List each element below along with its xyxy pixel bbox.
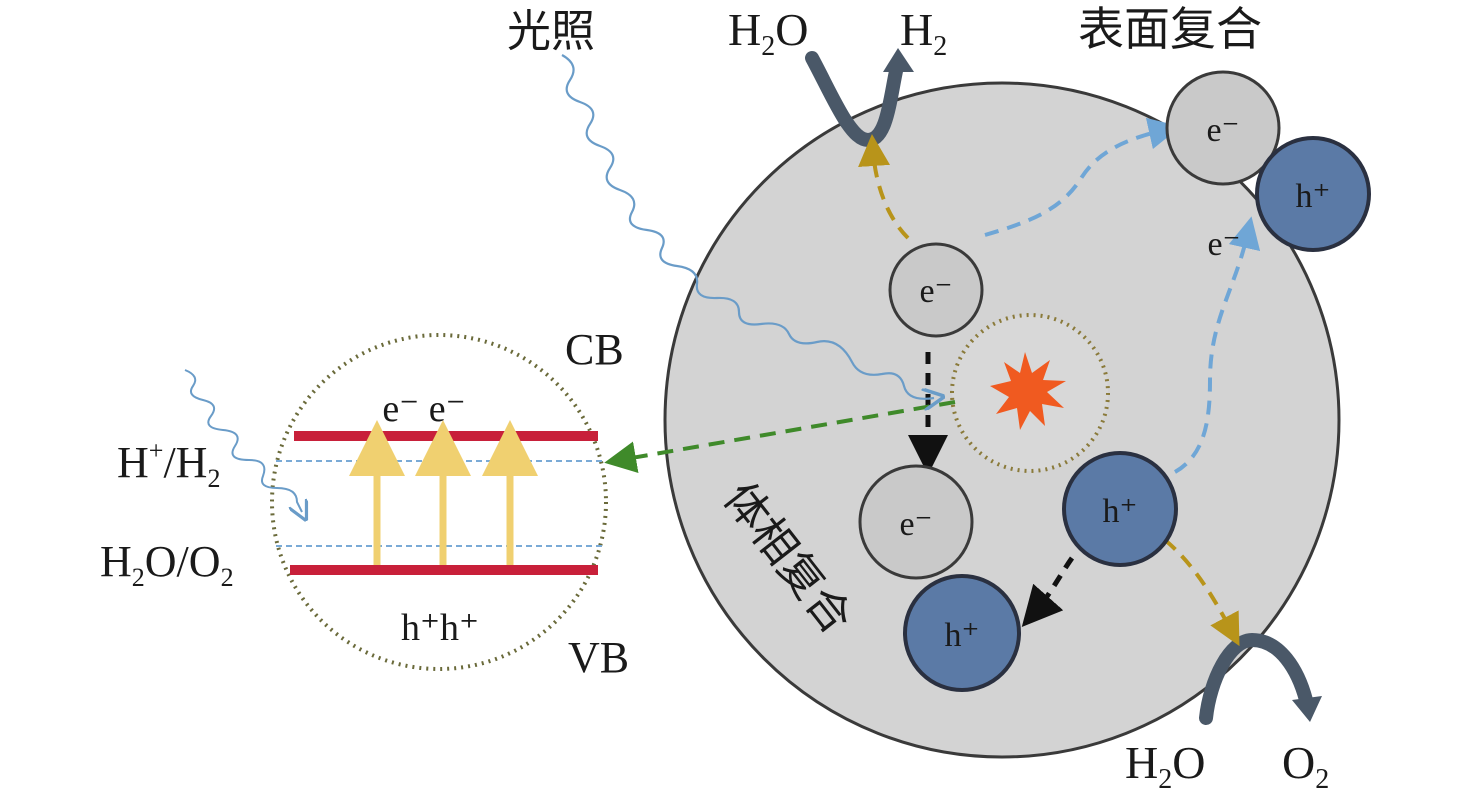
oxidation-arrowhead-icon [1292, 696, 1322, 722]
electron-migration-path [858, 134, 910, 240]
light-wave-icon [561, 54, 934, 399]
top-h2o-label: H2O [728, 4, 808, 62]
band-electrons-label: e⁻ e⁻ [382, 388, 465, 430]
light-label: 光照 [507, 6, 595, 57]
surface-free-electron-label: e⁻ [1207, 226, 1240, 263]
bottom-o2-label: O2 [1282, 737, 1329, 795]
svg-text:h⁺: h⁺ [1103, 493, 1138, 530]
bulk-hole-drift-arrow [1021, 556, 1075, 628]
bottom-h2o-label: H2O [1125, 737, 1205, 795]
svg-text:h⁺: h⁺ [1296, 178, 1331, 215]
h-plus-h2-label: H+/H2 [117, 436, 220, 493]
electron-lower: e⁻ [858, 464, 974, 580]
hole-right: h⁺ [1062, 451, 1178, 567]
svg-text:e⁻: e⁻ [1206, 112, 1239, 149]
electron-surface: e⁻ [1165, 70, 1281, 186]
hole-lower: h⁺ [903, 574, 1021, 692]
cb-label: CB [565, 325, 624, 374]
svg-text:h⁺: h⁺ [945, 617, 980, 654]
svg-text:e⁻: e⁻ [899, 506, 932, 543]
energy-band-link [604, 400, 956, 474]
recombination-star-icon [990, 352, 1066, 430]
hole-migration-path [1163, 538, 1240, 647]
svg-text:e⁻: e⁻ [919, 273, 952, 310]
vb-label: VB [568, 633, 629, 682]
band-inset-circle [270, 333, 608, 671]
electron-center: e⁻ [888, 242, 984, 338]
surface-hole-path [1173, 216, 1261, 474]
band-holes-label: h⁺h⁺ [401, 607, 479, 649]
oxidation-reaction-arrow [1199, 632, 1313, 725]
top-h2-label: H2 [900, 4, 947, 62]
reduction-arrowhead-icon [883, 48, 914, 72]
h2o-o2-label: H2O/O2 [100, 537, 234, 592]
surface-recombination-label: 表面复合 [1078, 2, 1262, 56]
hole-surface: h⁺ [1255, 136, 1371, 252]
inset-light-wave-icon [184, 369, 302, 512]
